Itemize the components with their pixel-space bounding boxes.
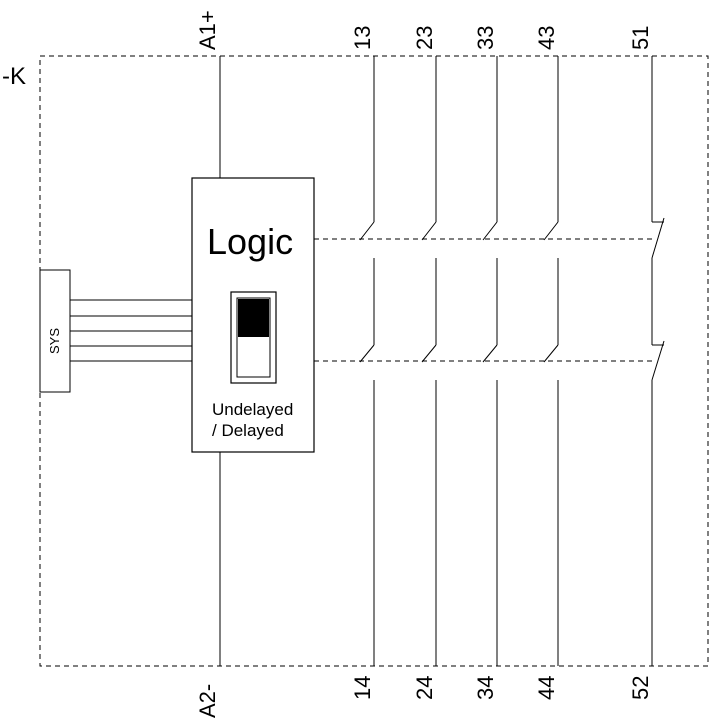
contact-3-blade-lower [482,344,498,363]
contact-3-bottom-label: 34 [473,676,498,700]
contact-4-top-label: 43 [534,26,559,50]
delay-selector-switch [230,291,277,384]
contact-2-top-label: 23 [412,26,437,50]
contact-2-bottom-label: 24 [412,676,437,700]
contact-4-bottom-label: 44 [534,676,559,700]
contacts-group: 13 14 23 24 33 34 43 44 51 52 [350,26,665,700]
contact-3-top-label: 33 [473,26,498,50]
sys-connector [39,269,71,393]
contact-4-blade-upper [543,221,559,241]
contact-1-top-label: 13 [350,26,375,50]
terminal-a1-label: A1+ [195,10,220,50]
contact-1-blade-upper [359,221,375,241]
sys-label: SYS [47,328,62,354]
terminal-a2-label: A2- [195,684,220,718]
switch-label-undelayed: Undelayed [212,400,293,419]
contact-5-blade-lower [651,340,665,381]
contact-2-blade-upper [421,221,437,241]
switch-label-delayed: / Delayed [212,421,284,440]
sys-bus-lines [70,299,192,362]
contact-2-blade-lower [421,344,437,363]
contact-5-bottom-label: 52 [628,676,653,700]
contact-3-blade-upper [482,221,498,241]
logic-label: Logic [207,221,293,262]
contact-5-top-label: 51 [628,26,653,50]
contact-1-bottom-label: 14 [350,676,375,700]
contact-5-blade-upper [651,217,665,259]
contact-4-blade-lower [543,344,559,363]
contact-1-blade-lower [359,344,375,363]
device-ref: -K [2,63,26,90]
